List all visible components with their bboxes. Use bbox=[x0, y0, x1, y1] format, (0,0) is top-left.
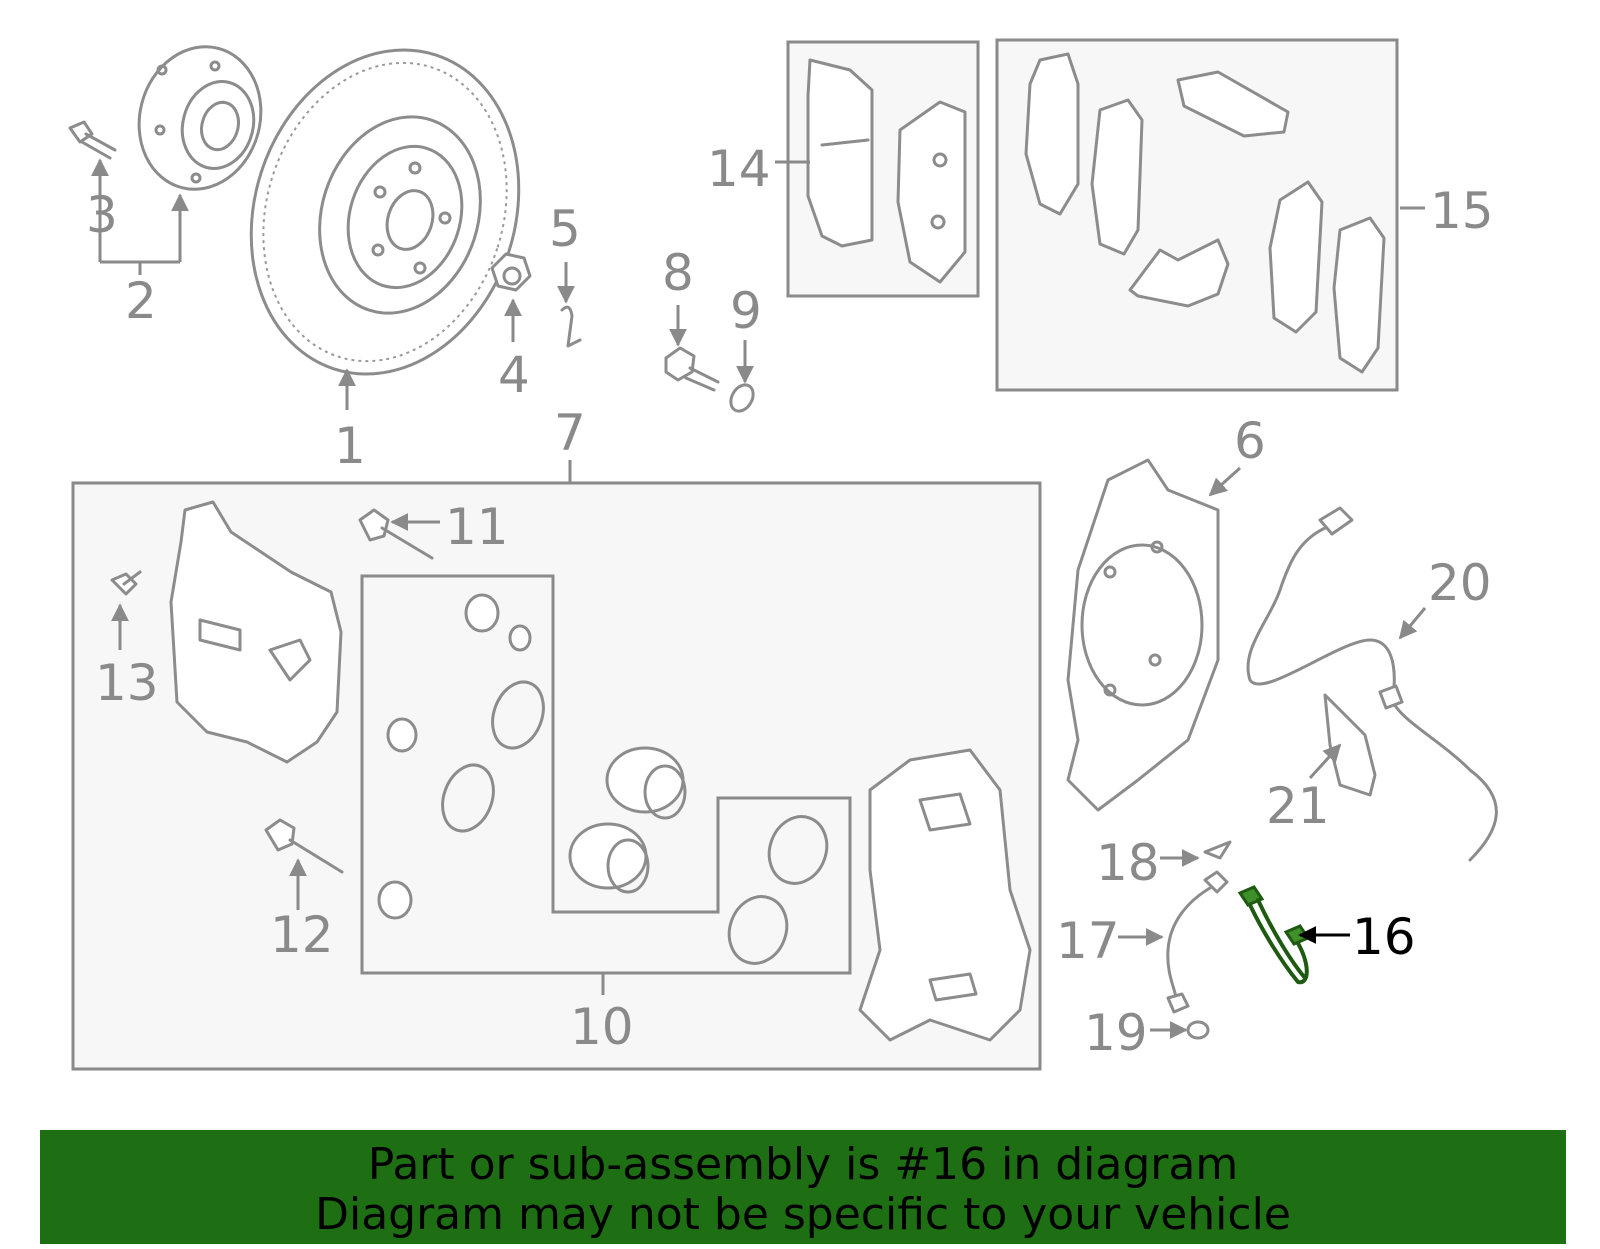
callout-15: 15 bbox=[1430, 182, 1494, 240]
callout-7: 7 bbox=[554, 404, 586, 462]
callout-18: 18 bbox=[1096, 834, 1160, 892]
callout-20: 20 bbox=[1428, 554, 1492, 612]
wheel-stud bbox=[68, 120, 117, 160]
callout-16: 16 bbox=[1352, 908, 1416, 966]
repair-kit-parts bbox=[377, 593, 829, 965]
brake-rotor bbox=[249, 48, 521, 376]
hose-washer bbox=[1186, 1020, 1210, 1040]
banner-line-1: Part or sub-assembly is #16 in diagram bbox=[367, 1139, 1239, 1190]
caliper-bracket bbox=[858, 748, 1032, 1042]
brake-wear-sensor-highlighted[interactable] bbox=[1237, 885, 1311, 985]
callout-19: 19 bbox=[1084, 1004, 1148, 1062]
caliper-housing bbox=[169, 500, 343, 764]
bleeder-screw bbox=[110, 570, 142, 596]
callout-14: 14 bbox=[707, 140, 771, 198]
callout-11: 11 bbox=[445, 498, 509, 556]
callout-9: 9 bbox=[730, 282, 762, 340]
hub-nut bbox=[490, 252, 532, 292]
caliper-bolt bbox=[664, 346, 720, 392]
callout-2: 2 bbox=[125, 272, 157, 330]
callout-21: 21 bbox=[1266, 777, 1330, 835]
sensor-bracket bbox=[1323, 693, 1377, 797]
repair-kit-box bbox=[360, 574, 852, 975]
callout-1: 1 bbox=[334, 417, 366, 475]
callout-4: 4 bbox=[498, 346, 530, 404]
callout-6: 6 bbox=[1234, 412, 1266, 470]
pad-kit-parts bbox=[1024, 52, 1386, 374]
guide-pin bbox=[358, 508, 434, 560]
dust-shield bbox=[1066, 458, 1220, 812]
washer bbox=[729, 383, 755, 413]
brake-pads bbox=[806, 58, 967, 284]
banner-line-2: Diagram may not be specific to your vehi… bbox=[315, 1189, 1291, 1240]
abs-sensor bbox=[1246, 506, 1498, 862]
guide-bolt bbox=[264, 818, 344, 874]
callout-10: 10 bbox=[570, 998, 634, 1056]
callout-12: 12 bbox=[270, 906, 334, 964]
callout-8: 8 bbox=[662, 244, 694, 302]
callout-3: 3 bbox=[86, 186, 118, 244]
callout-13: 13 bbox=[95, 654, 159, 712]
info-banner: Part or sub-assembly is #16 in diagram D… bbox=[40, 1130, 1566, 1244]
callout-5: 5 bbox=[549, 200, 581, 258]
callout-17: 17 bbox=[1056, 912, 1120, 970]
wheel-hub bbox=[137, 45, 263, 191]
clip bbox=[560, 305, 582, 348]
brake-hose bbox=[1166, 870, 1229, 1014]
hose-clip bbox=[1203, 840, 1232, 860]
